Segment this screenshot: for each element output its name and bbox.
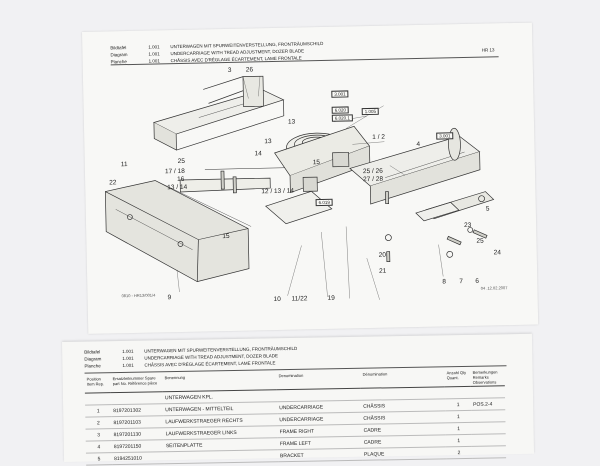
- parts-table: Position Item Rep. Ersatzteilnummer Spar…: [84, 368, 507, 466]
- callout-22: 22: [109, 179, 117, 187]
- cell-quantity: 1: [445, 434, 472, 447]
- callout-1-005: 1.005: [361, 107, 380, 116]
- cell-position: 3: [85, 428, 112, 442]
- callout-19: 19: [327, 294, 335, 302]
- column-header: Anzahl Qty Quant.: [444, 368, 471, 387]
- cell-quantity: 2: [445, 446, 473, 459]
- cell-denomination-en: BRACKET: [277, 448, 363, 462]
- cell-remarks: [471, 409, 506, 423]
- callout-15b: 15: [222, 232, 230, 241]
- cell-quantity: 1: [445, 422, 472, 435]
- cell-quantity: 1: [445, 398, 472, 411]
- callout-3: 3: [227, 66, 232, 74]
- cell-part-number: 8194251010: [111, 451, 165, 465]
- cell-remarks: [471, 445, 507, 459]
- callout-11-22: 11/22: [291, 295, 308, 303]
- column-header: Position Item Rep.: [84, 375, 111, 394]
- callout-25b: 25: [476, 237, 484, 245]
- callout-5: 5: [485, 205, 490, 213]
- callout-27-28: 27 / 28: [363, 175, 384, 184]
- callout-7: 7: [459, 278, 464, 286]
- footer-code: 0810 - HR13/001/4: [121, 292, 156, 299]
- callout-3-001: 3.001: [331, 90, 349, 98]
- cell-benennung: [163, 449, 279, 464]
- cell-denomination-fr: PLAQUE: [361, 446, 447, 461]
- callout-15: 15: [312, 159, 321, 167]
- footer-date: 04 .12.02.2007: [480, 285, 508, 291]
- cell-remarks: [471, 433, 506, 447]
- callout-25-26: 25 / 26: [362, 167, 383, 176]
- cell-position: [84, 392, 112, 406]
- callout-11: 11: [120, 161, 128, 169]
- callout-8: 8: [442, 278, 447, 286]
- callout-24: 24: [493, 249, 502, 257]
- callout-13b: 13: [264, 138, 272, 146]
- column-header: Bemerkungen Remarks Observations: [470, 368, 505, 387]
- cell-remarks: [470, 385, 506, 399]
- callout-6-020-1: 6.020.1: [331, 114, 353, 122]
- cell-position: 2: [85, 416, 112, 430]
- catalog-page-parts-list: Bildtafel 1.001 UNTERWAGEN MIT SPURWEITE…: [62, 333, 535, 466]
- cell-position: 4: [85, 440, 112, 454]
- header-label: Bildtafel: [84, 349, 101, 355]
- callout-23: 23: [464, 221, 472, 230]
- cell-part-number: [110, 391, 164, 405]
- column-header: Benennung: [162, 372, 277, 392]
- callout-13: 13: [287, 118, 296, 126]
- callout-10: 10: [273, 295, 281, 304]
- column-header: Denomination: [276, 370, 361, 390]
- cell-position: 1: [85, 404, 112, 418]
- callout-20: 20: [378, 251, 387, 259]
- cell-position: 5: [85, 452, 113, 466]
- callout-4: 4: [416, 140, 421, 149]
- header-label: Diagram: [84, 356, 102, 362]
- parts-list-header: Bildtafel 1.001 UNTERWAGEN MIT SPURWEITE…: [84, 344, 384, 369]
- callout-25: 25: [177, 157, 186, 166]
- callout-6-019: 6.019: [315, 198, 333, 207]
- callout-3-001b: 3.001: [436, 132, 454, 140]
- callout-12-13-14: 12 / 13 / 14: [261, 187, 294, 196]
- callout-26: 26: [245, 66, 254, 74]
- callout-9: 9: [167, 294, 172, 302]
- callout-17-18: 17 / 18: [164, 167, 185, 176]
- header-number: 1.001: [122, 355, 134, 361]
- callout-13-14: 13 / 14: [167, 183, 188, 192]
- cell-part-number: 8197201130: [111, 427, 164, 441]
- header-number: 1.001: [122, 362, 134, 368]
- cell-part-number: 8197201103: [111, 415, 164, 429]
- exploded-parts-drawing: [104, 75, 495, 300]
- header-label: Planche: [84, 363, 101, 369]
- callout-1-2: 1 / 2: [372, 133, 385, 141]
- header-number: 1.001: [122, 348, 134, 354]
- callout-6-020: 6.020: [331, 106, 350, 114]
- column-header: Dénomination: [360, 369, 445, 389]
- column-header: Ersatzteilnummer Spare part No. Référenc…: [110, 374, 163, 393]
- callout-14: 14: [254, 150, 262, 158]
- cell-part-number: 8197201150: [111, 439, 164, 453]
- callout-6: 6: [475, 277, 480, 285]
- cell-part-number: 8197201302: [111, 403, 164, 417]
- callout-16: 16: [177, 175, 185, 184]
- cell-remarks: POS.2-4: [471, 397, 506, 411]
- catalog-page-top: Bildtafel 1.001 UNTERWAGEN MIT SPURWEITE…: [82, 22, 539, 334]
- cell-quantity: 1: [445, 410, 472, 423]
- cell-remarks: [471, 421, 506, 435]
- callout-21: 21: [379, 267, 387, 275]
- cell-quantity: [444, 386, 472, 399]
